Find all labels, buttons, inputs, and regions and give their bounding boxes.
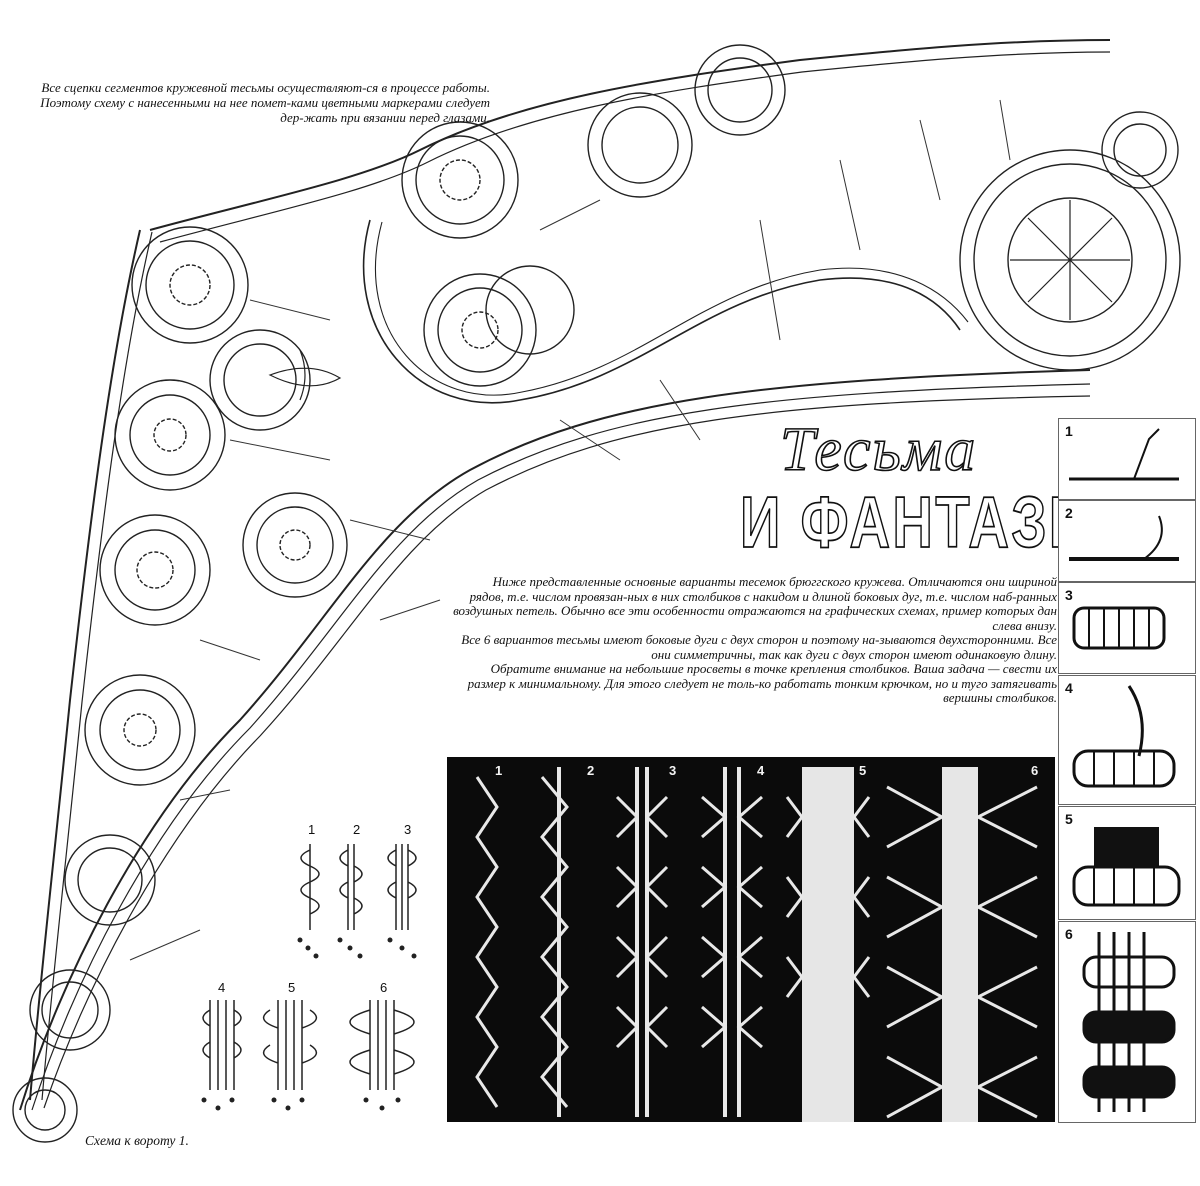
- step-image-2: [1069, 515, 1179, 561]
- step-label-3: 3: [1065, 587, 1073, 603]
- intro-paragraph-1: Ниже представленные основные варианты те…: [453, 574, 1057, 633]
- scheme-label-4: 4: [218, 980, 225, 995]
- step-label-5: 5: [1065, 811, 1073, 827]
- braid-photo-panel: 1 2 3 4 5 6: [447, 757, 1055, 1122]
- scheme-label-6: 6: [380, 980, 387, 995]
- top-note: Все сцепки сегментов кружевной тесьмы ос…: [20, 80, 490, 125]
- photo-label-3: 3: [669, 763, 676, 778]
- title-script: Тесьма: [779, 415, 978, 485]
- photo-label-4: 4: [757, 763, 765, 778]
- braid-photo: 1 2 3 4 5 6: [475, 763, 1038, 1122]
- photo-label-1: 1: [495, 763, 502, 778]
- photo-label-2: 2: [587, 763, 594, 778]
- intro-paragraph-2: Все 6 вариантов тесьмы имеют боковые дуг…: [461, 632, 1057, 662]
- scheme-label-1: 1: [308, 822, 315, 837]
- photo-label-6: 6: [1031, 763, 1038, 778]
- step-image-3: [1072, 606, 1166, 650]
- step-label-6: 6: [1065, 926, 1073, 942]
- scheme-label-3: 3: [404, 822, 411, 837]
- step-image-6: [1082, 932, 1176, 1112]
- scheme-label-5: 5: [288, 980, 295, 995]
- step-box-5: 5: [1058, 806, 1196, 920]
- step-box-3: 3: [1058, 582, 1196, 674]
- scheme-label-2: 2: [353, 822, 360, 837]
- top-note-line1: Все сцепки сегментов кружевной тесьмы ос…: [41, 80, 490, 95]
- step-box-1: 1: [1058, 418, 1196, 500]
- step-box-4: 4: [1058, 675, 1196, 805]
- photo-label-5: 5: [859, 763, 866, 778]
- step-image-1: [1069, 428, 1179, 481]
- top-note-line2: Поэтому схему с нанесенными на нее помет…: [40, 95, 490, 125]
- step-label-4: 4: [1065, 680, 1073, 696]
- intro-text: Ниже представленные основные варианты те…: [445, 574, 1057, 706]
- step-box-2: 2: [1058, 500, 1196, 582]
- figure-caption: Схема к вороту 1.: [85, 1133, 189, 1148]
- intro-paragraph-3: Обратите внимание на небольшие просветы …: [467, 661, 1057, 705]
- step-image-4: [1072, 685, 1176, 788]
- braid-schemes: 1 2 3 4 5 6: [201, 822, 417, 1111]
- step-image-5: [1072, 827, 1181, 907]
- step-box-6: 6: [1058, 921, 1196, 1123]
- step-label-1: 1: [1065, 423, 1073, 439]
- step-label-2: 2: [1065, 505, 1073, 521]
